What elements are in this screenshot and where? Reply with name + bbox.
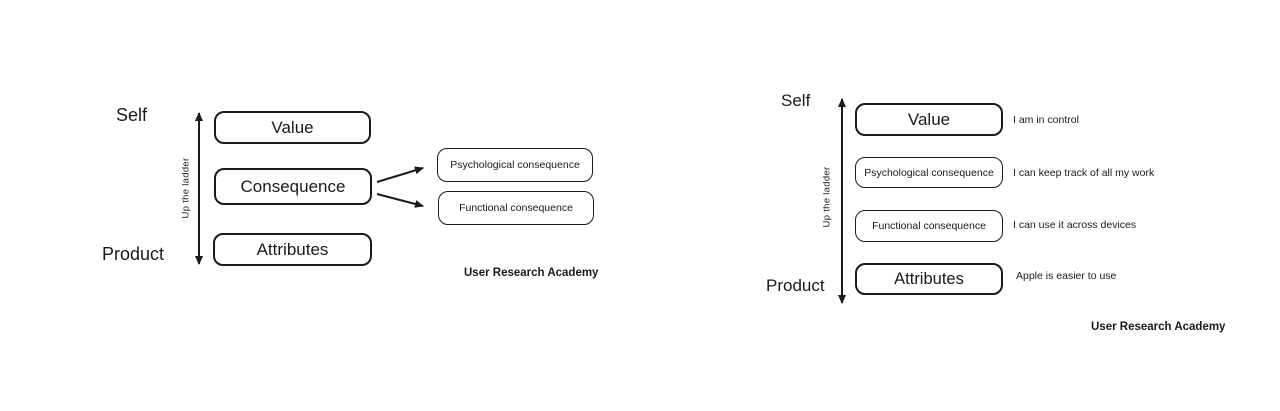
left-branch-arrow-functional — [376, 193, 424, 208]
left-product-label: Product — [102, 244, 165, 264]
annotation-value: I am in control — [1013, 114, 1079, 126]
right-psychological-consequence-box: Psychological consequence — [855, 157, 1003, 188]
left-psychological-consequence-box: Psychological consequence — [437, 148, 593, 182]
left-consequence-box: Consequence — [214, 168, 372, 205]
annotation-attributes: Apple is easier to use — [1016, 270, 1117, 282]
annotation-psychological: I can keep track of all my work — [1013, 167, 1155, 179]
right-self-label: Self — [781, 91, 811, 110]
left-functional-consequence-box: Functional consequence — [438, 191, 594, 225]
left-attributes-box: Attributes — [213, 233, 372, 266]
right-product-label: Product — [766, 276, 825, 295]
left-branch-arrow-psychological — [376, 166, 424, 183]
right-functional-consequence-box: Functional consequence — [855, 210, 1003, 242]
right-up-the-ladder-label: Up the ladder — [821, 166, 833, 228]
annotation-functional: I can use it across devices — [1013, 219, 1137, 231]
left-value-box: Value — [214, 111, 371, 144]
left-up-the-ladder-label: Up the ladder — [180, 157, 192, 219]
left-self-label: Self — [116, 105, 148, 125]
right-credit-text: User Research Academy — [1091, 321, 1226, 333]
left-credit-text: User Research Academy — [464, 267, 599, 279]
right-attributes-box: Attributes — [855, 263, 1003, 295]
right-value-box: Value — [855, 103, 1003, 136]
